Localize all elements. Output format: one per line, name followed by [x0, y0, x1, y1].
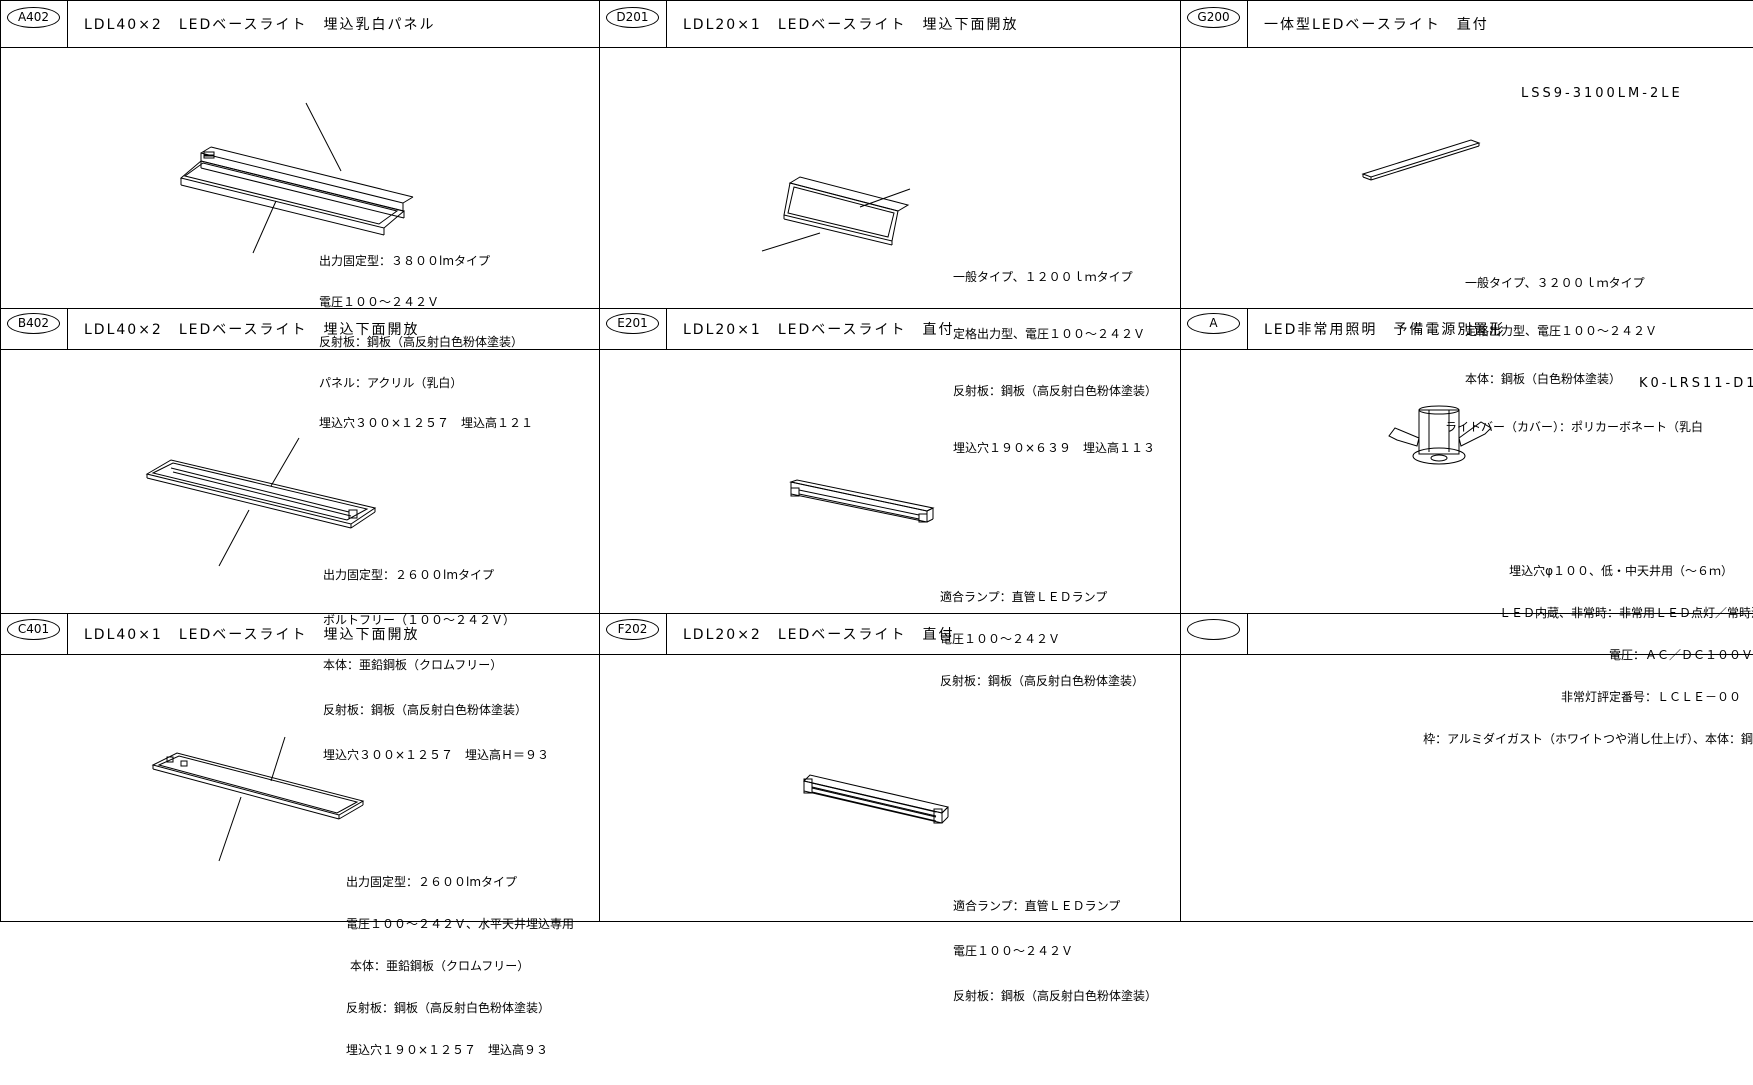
- spec-line: 本体：亜鉛鋼板（クロムフリー）: [323, 658, 503, 672]
- spec-line: 反射板：鋼板（高反射白色粉体塗装）: [953, 989, 1158, 1003]
- cell-body-c401: 出力固定型：２６００lmタイプ 電圧１００～２４２Ｖ、水平天井埋込専用 本体：亜…: [0, 655, 600, 1057]
- spec-line: 反射板：鋼板（高反射白色粉体塗装）: [953, 384, 1158, 398]
- fixture-code-badge: G200: [1187, 7, 1240, 28]
- spec-line: 電圧１００～２４２Ｖ: [319, 294, 440, 309]
- emergency-downlight-drawing: [1388, 405, 1492, 465]
- spec-line: 出力固定型：２６００lmタイプ: [346, 875, 518, 889]
- spec-line: 反射板：鋼板（高反射白色粉体塗装）: [940, 674, 1145, 688]
- spec-text: 出力固定型：２６００lmタイプ ボルトフリー（１００～２４２Ｖ） 本体：亜鉛鋼板…: [323, 538, 549, 793]
- model-number: LSS9-3100LM-2LE: [1521, 86, 1683, 101]
- header-divider: [1247, 614, 1248, 654]
- cell-body-a-emergency: K0-LRS11-D1 埋込穴φ１００、低・中天井用（～６ｍ） ＬＥＤ内蔵、非常…: [1181, 350, 1753, 746]
- cell-body-empty: [1181, 655, 1753, 922]
- fixture-title: LDL20×1 LEDベースライト 埋込下面開放: [683, 17, 1019, 33]
- spec-text: 適合ランプ：直管ＬＥＤランプ 電圧１００～２４２Ｖ 反射板：鋼板（高反射白色粉体…: [953, 869, 1157, 1034]
- spec-line: 埋込穴３００×１２５７ 埋込高Ｈ＝９３: [323, 748, 550, 762]
- spec-line: 埋込穴１９０×１２５７ 埋込高９３: [346, 1043, 549, 1057]
- spec-line: ボルトフリー（１００～２４２Ｖ）: [323, 613, 516, 627]
- spec-line: 一般タイプ、３２００ｌｍタイプ: [1465, 276, 1645, 290]
- cell-body-e201: 適合ランプ：直管ＬＥＤランプ 電圧１００～２４２Ｖ 反射板：鋼板（高反射白色粉体…: [600, 350, 1181, 688]
- fixture-title: LDL40×2 LEDベースライト 埋込下面開放: [84, 322, 420, 338]
- header-divider: [1247, 309, 1248, 349]
- recessed-panel-fixture-drawing: [179, 102, 414, 254]
- spec-line: 定格出力型、電圧１００～２４２Ｖ: [1465, 324, 1658, 338]
- fixture-code-badge: A402: [7, 7, 60, 28]
- spec-line: 電圧１００～２４２Ｖ: [940, 632, 1061, 646]
- cell-header-a-emergency: A LED非常用照明 予備電源別置形: [1181, 309, 1753, 350]
- fixture-code-badge: D201: [606, 7, 659, 28]
- spec-text: 埋込穴φ１００、低・中天井用（～６ｍ） ＬＥＤ内蔵、非常時：非常用ＬＥＤ点灯／常…: [1321, 536, 1753, 774]
- spec-line: ＬＥＤ内蔵、非常時：非常用ＬＥＤ点灯／常時消: [1498, 606, 1753, 620]
- fixture-code-badge: B402: [7, 313, 60, 334]
- fixture-title: 一体型LEDベースライト 直付: [1264, 17, 1489, 33]
- cell-header-d201: D201 LDL20×1 LEDベースライト 埋込下面開放: [600, 0, 1181, 48]
- fixture-schedule-sheet: A402 LDL40×2 LEDベースライト 埋込乳白パネル 出力固定型：３８０…: [0, 0, 1753, 1057]
- surface-mount-twin-fixture-drawing: [803, 774, 949, 824]
- spec-line: 電圧１００～２４２Ｖ、水平天井埋込専用: [346, 917, 575, 931]
- header-divider: [666, 309, 667, 349]
- header-divider: [67, 309, 68, 349]
- spec-text: 出力固定型：２６００lmタイプ 電圧１００～２４２Ｖ、水平天井埋込専用 本体：亜…: [346, 847, 574, 1085]
- fixture-code-badge: F202: [606, 619, 659, 640]
- recessed-open-fixture-drawing: [145, 437, 377, 567]
- spec-line: パネル：アクリル（乳白）: [319, 375, 463, 390]
- spec-line: 埋込穴１９０×６３９ 埋込高１１３: [953, 441, 1156, 455]
- spec-text: 一般タイプ、３２００ｌｍタイプ 定格出力型、電圧１００～２４２Ｖ 本体：鋼板（白…: [1445, 243, 1703, 467]
- cell-body-f202: 適合ランプ：直管ＬＥＤランプ 電圧１００～２４２Ｖ 反射板：鋼板（高反射白色粉体…: [600, 655, 1181, 1003]
- cell-body-g200: LSS9-3100LM-2LE 一般タイプ、３２００ｌｍタイプ 定格出力型、電圧…: [1181, 48, 1753, 434]
- spec-line: 非常灯評定番号：ＬＣＬＥ－００: [1560, 690, 1741, 704]
- spec-line: 埋込穴３００×１２５７ 埋込高１２１: [319, 416, 534, 430]
- spec-text: 一般タイプ、１２００ｌｍタイプ 定格出力型、電圧１００～２４２Ｖ 反射板：鋼板（…: [953, 230, 1157, 496]
- spec-line: 反射板：鋼板（高反射白色粉体塗装）: [319, 335, 524, 349]
- cell-header-c401: C401 LDL40×1 LEDベースライト 埋込下面開放: [0, 614, 600, 655]
- fixture-title: LED非常用照明 予備電源別置形: [1264, 322, 1506, 338]
- fixture-code-badge: A: [1187, 313, 1240, 334]
- fixture-title: LDL40×1 LEDベースライト 埋込下面開放: [84, 627, 420, 643]
- spec-line: 反射板：鋼板（高反射白色粉体塗装）: [346, 1001, 551, 1015]
- model-number: K0-LRS11-D1: [1639, 376, 1753, 391]
- cell-header-a402: A402 LDL40×2 LEDベースライト 埋込乳白パネル: [0, 0, 600, 48]
- fixture-title: LDL40×2 LEDベースライト 埋込乳白パネル: [84, 17, 436, 33]
- header-divider: [67, 614, 68, 654]
- surface-mount-trough-fixture-drawing: [789, 479, 935, 523]
- spec-line: 出力固定型：２６００lmタイプ: [323, 568, 495, 582]
- spec-line: 枠：アルミダイガスト（ホワイトつや消し仕上げ）、本体：鋼: [1423, 732, 1753, 746]
- cell-body-d201: 一般タイプ、１２００ｌｍタイプ 定格出力型、電圧１００～２４２Ｖ 反射板：鋼板（…: [600, 48, 1181, 455]
- cell-body-a402: 出力固定型：３８００lmタイプ 電圧１００～２４２Ｖ 反射板：鋼板（高反射白色粉…: [0, 48, 600, 430]
- spec-line: 反射板：鋼板（高反射白色粉体塗装）: [323, 703, 528, 717]
- cell-header-f202: F202 LDL20×2 LEDベースライト 直付: [600, 614, 1181, 655]
- spec-line: 埋込穴φ１００、低・中天井用（～６ｍ）: [1509, 564, 1733, 578]
- spec-line: 出力固定型：３８００lmタイプ: [319, 254, 491, 268]
- spec-line: 本体：亜鉛鋼板（クロムフリー）: [350, 959, 530, 973]
- fixture-code-badge: [1187, 619, 1240, 640]
- spec-line: 適合ランプ：直管ＬＥＤランプ: [940, 590, 1108, 604]
- spec-line: 一般タイプ、１２００ｌｍタイプ: [953, 270, 1133, 284]
- fixture-title: LDL20×2 LEDベースライト 直付: [683, 627, 955, 643]
- fixture-code-badge: E201: [606, 313, 659, 334]
- cell-header-b402: B402 LDL40×2 LEDベースライト 埋込下面開放: [0, 309, 600, 350]
- header-divider: [666, 1, 667, 47]
- spec-text: 適合ランプ：直管ＬＥＤランプ 電圧１００～２４２Ｖ 反射板：鋼板（高反射白色粉体…: [940, 562, 1144, 716]
- spec-line: 定格出力型、電圧１００～２４２Ｖ: [953, 327, 1146, 341]
- surface-mount-bar-fixture-drawing: [1361, 139, 1481, 181]
- cell-header-e201: E201 LDL20×1 LEDベースライト 直付: [600, 309, 1181, 350]
- fixture-title: LDL20×1 LEDベースライト 直付: [683, 322, 955, 338]
- cell-header-g200: G200 一体型LEDベースライト 直付: [1181, 0, 1753, 48]
- cell-body-b402: 出力固定型：２６００lmタイプ ボルトフリー（１００～２４２Ｖ） 本体：亜鉛鋼板…: [0, 350, 600, 762]
- spec-text: 出力固定型：３８００lmタイプ 電圧１００～２４２Ｖ 反射板：鋼板（高反射白色粉…: [319, 228, 533, 458]
- header-divider: [1247, 1, 1248, 47]
- recessed-single-fixture-drawing: [151, 736, 365, 862]
- spec-line: ライトバー（カバー）：ポリカーボネート（乳白: [1445, 420, 1704, 434]
- spec-line: 電圧１００～２４２Ｖ: [953, 944, 1074, 958]
- spec-line: 電圧：ＡＣ／ＤＣ１００Ｖ: [1608, 648, 1753, 662]
- recessed-troffer-drawing: [761, 176, 911, 252]
- header-divider: [666, 614, 667, 654]
- header-divider: [67, 1, 68, 47]
- spec-line: 適合ランプ：直管ＬＥＤランプ: [953, 899, 1121, 913]
- spec-line: 本体：鋼板（白色粉体塗装）: [1465, 372, 1622, 386]
- cell-header-empty: [1181, 614, 1753, 655]
- fixture-code-badge: C401: [7, 619, 60, 640]
